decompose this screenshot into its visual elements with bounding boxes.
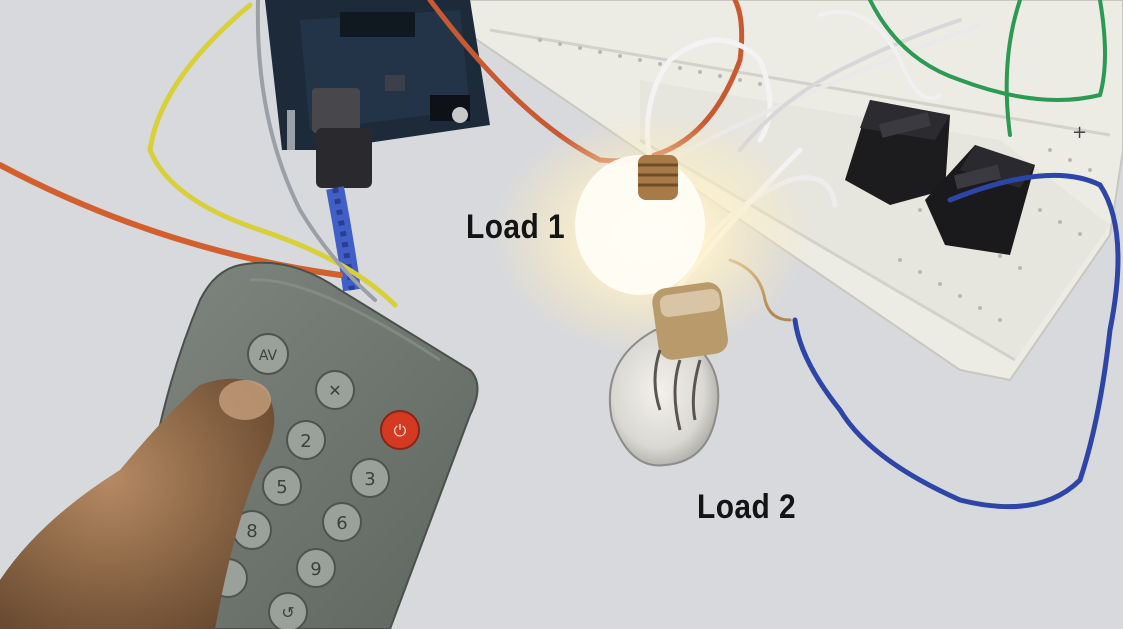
key-5-button[interactable]	[262, 466, 302, 506]
key-6-button[interactable]	[322, 502, 362, 542]
return-icon: ↺	[281, 603, 294, 622]
bulb-load-1	[490, 115, 810, 355]
key-9-button[interactable]	[296, 548, 336, 588]
key-9-label: 9	[310, 559, 321, 580]
key-5-label: 5	[276, 477, 287, 498]
key-8-label: 8	[246, 521, 257, 542]
bulb-load-2	[608, 282, 728, 467]
load-2-caption: Load 2	[697, 488, 797, 526]
load-1-caption: Load 1	[466, 208, 566, 246]
arduino-board	[265, 0, 490, 150]
relay-module-1	[845, 100, 950, 205]
key-2-label: 2	[300, 431, 311, 452]
key-2-button[interactable]	[286, 420, 326, 460]
mute-icon: ✕	[328, 381, 341, 400]
key-3-button[interactable]	[350, 458, 390, 498]
power-button[interactable]	[380, 410, 420, 450]
av-button-label: AV	[259, 348, 278, 364]
remote-buttons: AV ✕ ⏻ 2 3 5 6 8 9 ↺	[208, 333, 420, 629]
power-icon: ⏻	[394, 421, 407, 440]
key-3-label: 3	[364, 469, 375, 490]
return-button[interactable]	[268, 592, 308, 629]
finger	[0, 378, 275, 629]
av-button[interactable]	[247, 333, 289, 375]
svg-text:+: +	[1072, 122, 1087, 143]
usb-cable	[312, 88, 372, 292]
mute-button[interactable]	[315, 370, 355, 410]
key-6-label: 6	[336, 513, 347, 534]
